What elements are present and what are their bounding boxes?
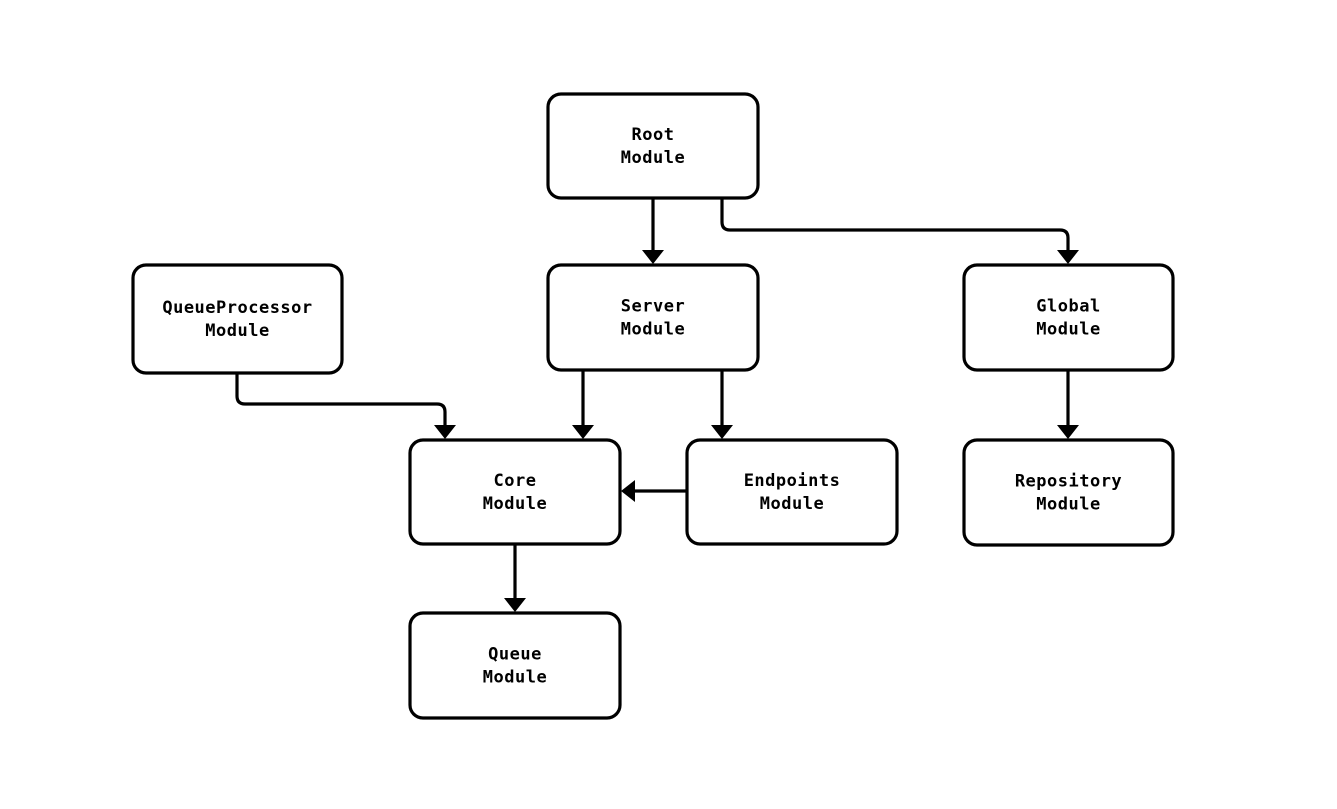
node-label-line1: Root [632,125,675,145]
edge-queueprocessor-to-core [235,373,456,439]
node-box[interactable] [408,438,622,546]
node-label-line1: QueueProcessor [162,298,312,318]
nodes-layer: RootModuleQueueProcessorModuleServerModu… [131,92,1175,720]
arrow-head-icon [572,425,594,439]
edges-layer [235,198,1079,612]
node-box[interactable] [962,438,1175,547]
node-label-line1: Endpoints [744,471,841,491]
arrow-head-icon [621,480,635,502]
node-label-line1: Queue [488,645,542,665]
node-box[interactable] [685,438,899,546]
node-label-line2: Module [760,494,824,514]
arrow-head-icon [642,250,664,264]
edge-root-to-server [642,198,664,264]
node-label-line2: Module [205,321,269,341]
arrow-head-icon [504,598,526,612]
arrow-head-icon [1057,425,1079,439]
node-label-line2: Module [621,148,685,168]
node-label-line2: Module [1036,495,1100,515]
node-label-line2: Module [483,494,547,514]
node-box[interactable] [962,263,1175,372]
node-label-line2: Module [621,320,685,340]
edge-line [235,373,447,431]
arrow-head-icon [711,425,733,439]
node-box[interactable] [546,263,760,372]
node-label-line1: Core [494,471,537,491]
edge-endpoints-to-core [621,480,687,502]
node-box[interactable] [131,263,344,375]
node-label-line1: Server [621,297,685,317]
arrow-head-icon [1057,250,1079,264]
node-box[interactable] [546,92,760,200]
edge-line [720,198,1070,256]
edge-server-to-core [572,370,594,439]
node-label-line2: Module [483,668,547,688]
arrow-head-icon [434,425,456,439]
node-label-line1: Repository [1015,472,1122,492]
node-label-line1: Global [1036,297,1100,317]
node-label-line2: Module [1036,320,1100,340]
edge-server-to-endpoints [711,370,733,439]
edge-root-to-global [720,198,1079,264]
edge-core-to-queue [504,544,526,612]
edge-global-to-repository [1057,370,1079,439]
node-box[interactable] [408,611,622,720]
